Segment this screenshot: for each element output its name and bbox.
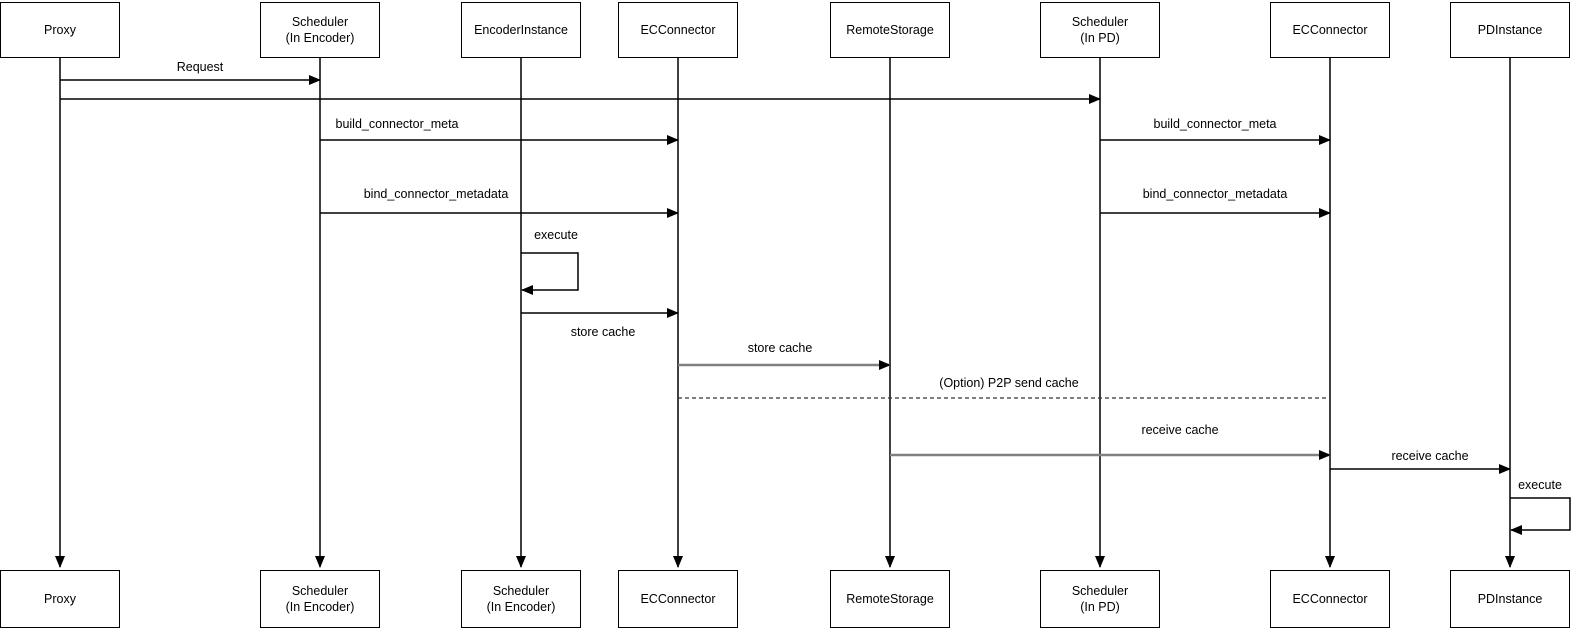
message-label-store-cache-remote: store cache (747, 341, 813, 355)
participant-bottom-ec-connector-pd: ECConnector (1270, 570, 1390, 628)
message-label-execute-pd: execute (1518, 478, 1562, 492)
self-message-execute-pd (1510, 497, 1571, 535)
message-label-receive-cache-remote: receive cache (1141, 423, 1219, 437)
self-message-execute-encoder (521, 252, 579, 295)
participant-top-scheduler-pd: Scheduler (In PD) (1040, 2, 1160, 58)
participant-bottom-encoder-instance: Scheduler (In Encoder) (461, 570, 581, 628)
message-label-store-cache-encoder: store cache (570, 325, 636, 339)
participant-top-ec-connector-encoder: ECConnector (618, 2, 738, 58)
participant-bottom-scheduler-encoder: Scheduler (In Encoder) (260, 570, 380, 628)
participant-top-scheduler-encoder: Scheduler (In Encoder) (260, 2, 380, 58)
participant-top-encoder-instance: EncoderInstance (461, 2, 581, 58)
message-label-p2p-send-cache: (Option) P2P send cache (939, 376, 1079, 390)
participant-bottom-scheduler-pd: Scheduler (In PD) (1040, 570, 1160, 628)
message-label-bind-connector-metadata-pd: bind_connector_metadata (1142, 187, 1288, 201)
message-label-execute-encoder: execute (534, 228, 578, 242)
participant-bottom-pd-instance: PDInstance (1450, 570, 1570, 628)
participant-top-remote-storage: RemoteStorage (830, 2, 950, 58)
message-label-receive-cache-pd: receive cache (1391, 449, 1469, 463)
message-label-bind-connector-metadata-encoder: bind_connector_metadata (363, 187, 509, 201)
participant-top-pd-instance: PDInstance (1450, 2, 1570, 58)
message-label-request: Request (176, 60, 224, 74)
message-label-build-connector-meta-encoder: build_connector_meta (335, 117, 459, 131)
participant-top-ec-connector-pd: ECConnector (1270, 2, 1390, 58)
message-label-build-connector-meta-pd: build_connector_meta (1153, 117, 1277, 131)
participant-top-proxy: Proxy (0, 2, 120, 58)
participant-bottom-ec-connector-encoder: ECConnector (618, 570, 738, 628)
participant-bottom-remote-storage: RemoteStorage (830, 570, 950, 628)
participant-bottom-proxy: Proxy (0, 570, 120, 628)
